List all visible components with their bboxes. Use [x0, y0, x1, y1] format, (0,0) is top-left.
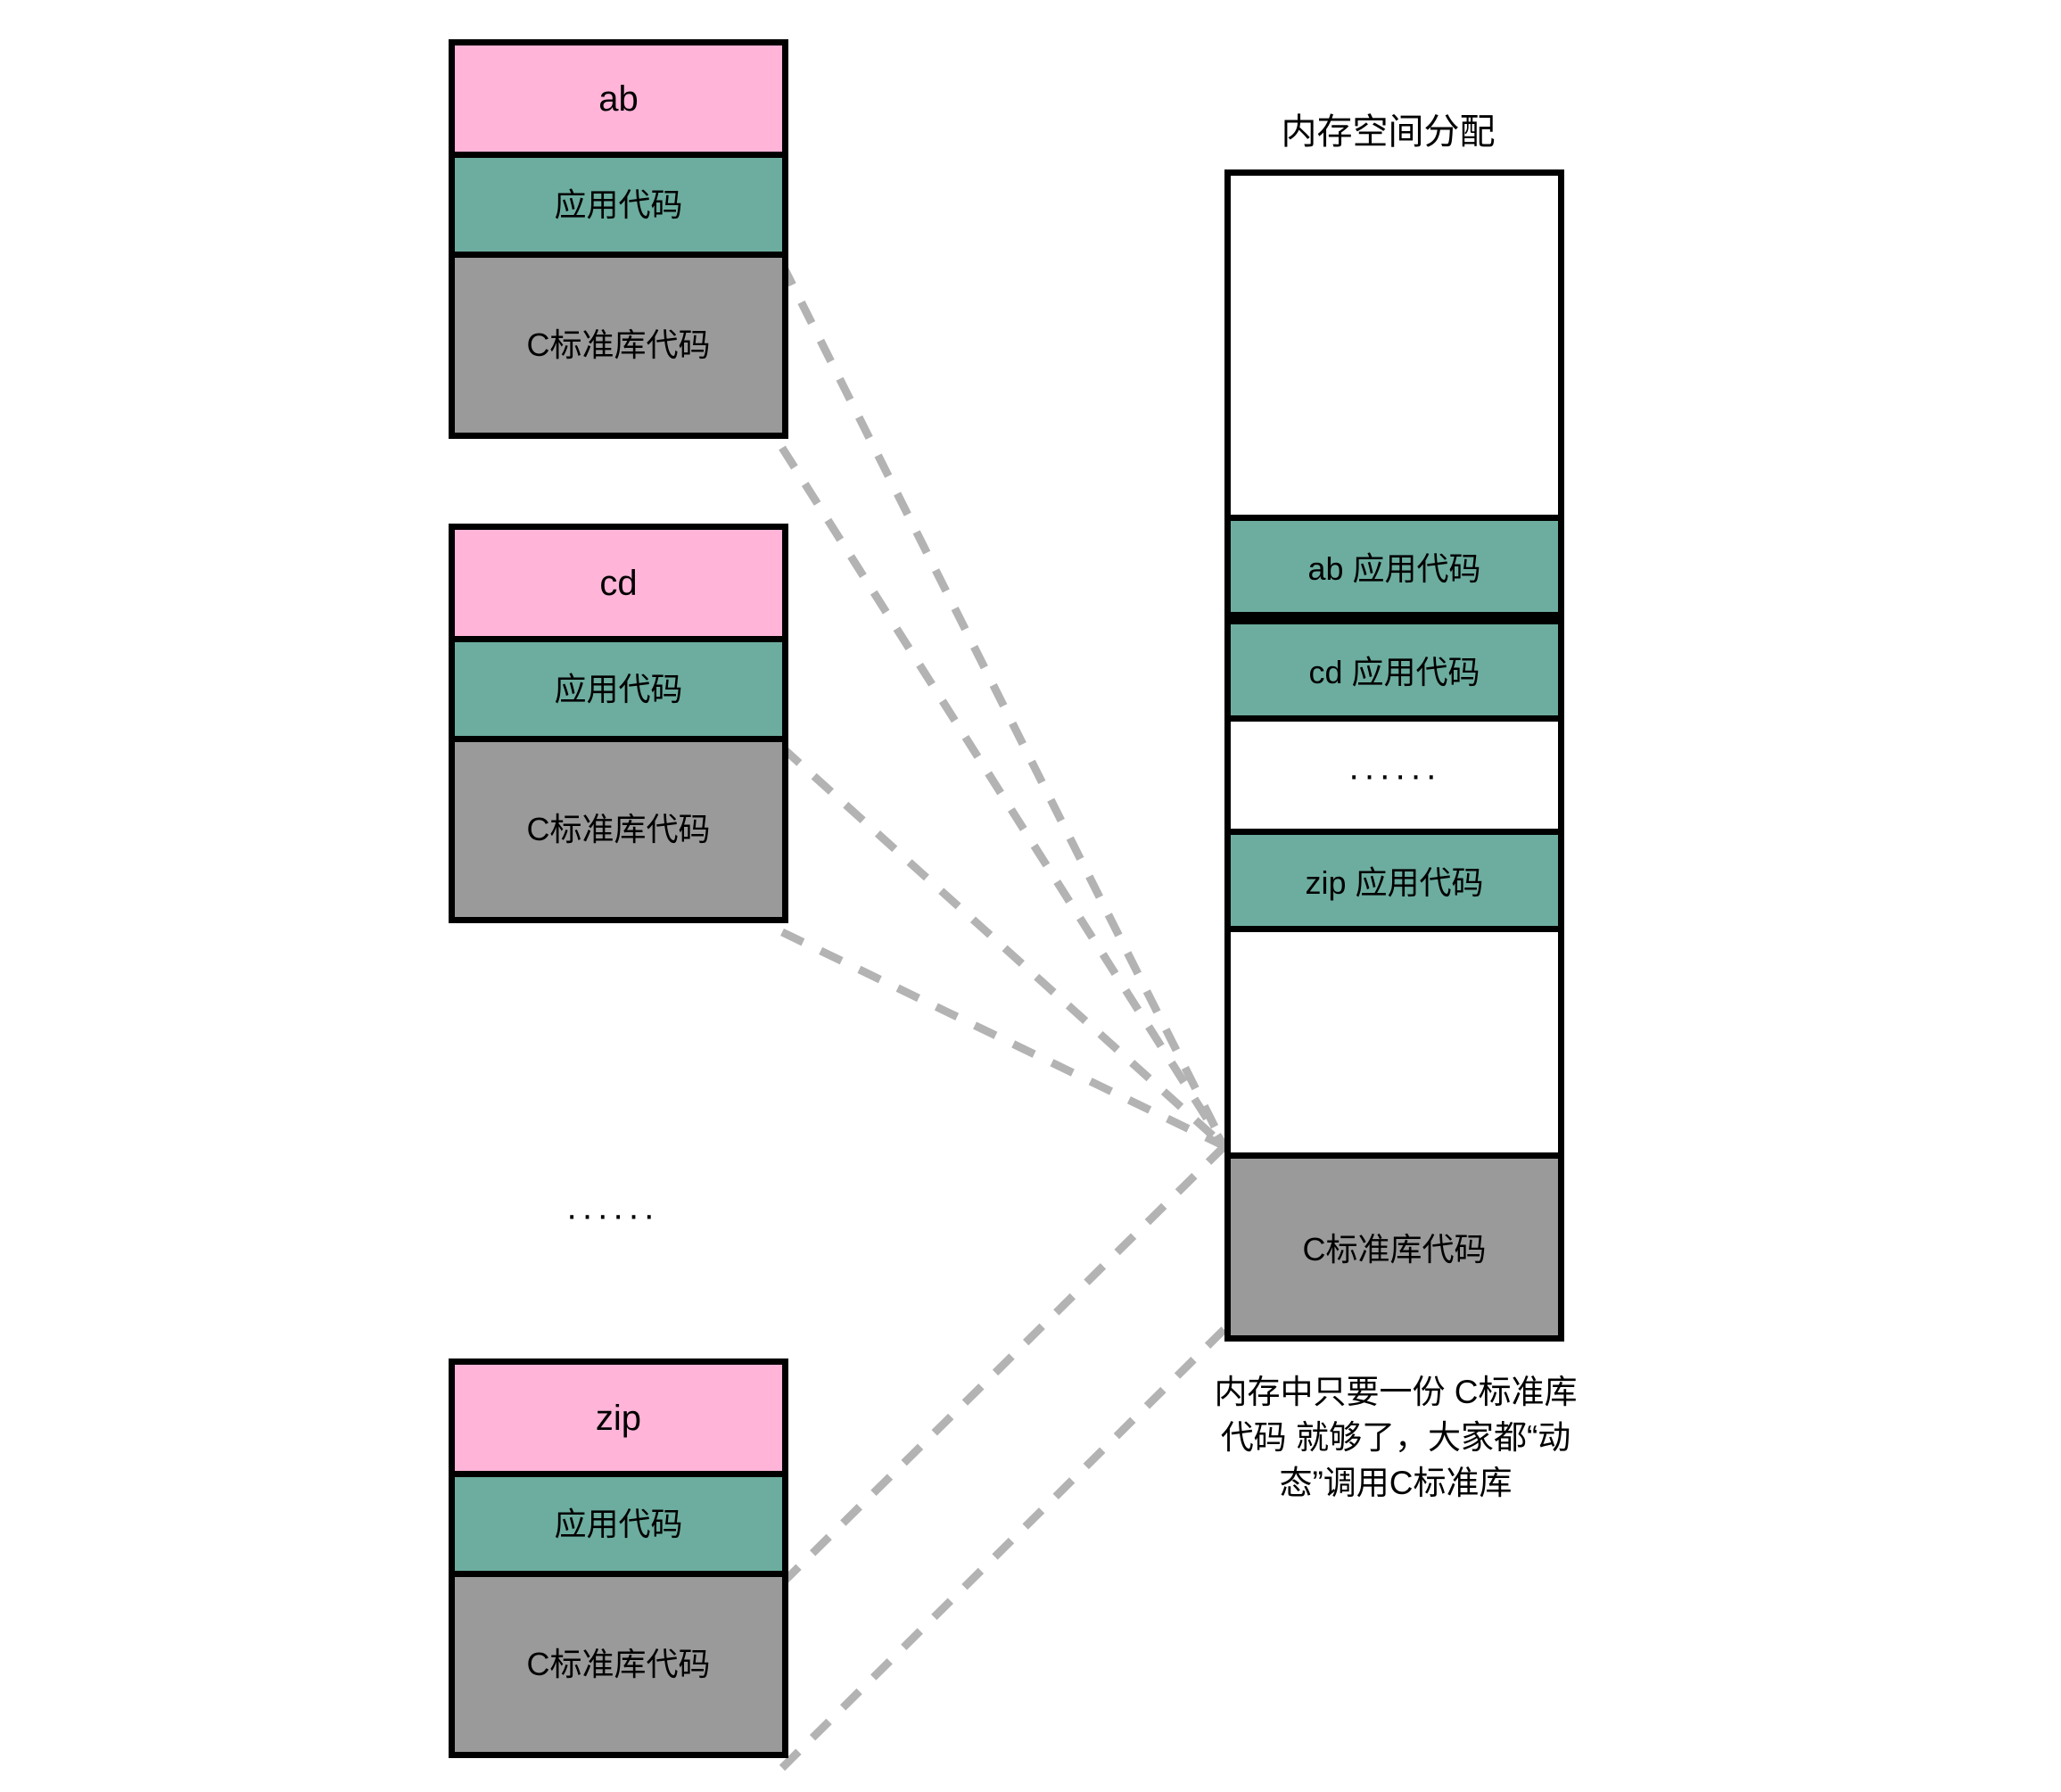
memory-space-allocation-panel: ab 应用代码 cd 应用代码 ······ zip 应用代码 C标准库代码 — [1224, 169, 1564, 1342]
memory-caption-text: 内存中只要一份 C标准库代码 就够了，大家都“动态”调用C标准库 — [1214, 1374, 1578, 1502]
program-app-code-ab: 应用代码 — [455, 158, 782, 258]
memory-row-free-bottom — [1231, 932, 1558, 1152]
connector-cd-top — [779, 744, 1228, 1150]
memory-row-zip-app-code: zip 应用代码 — [1231, 829, 1558, 932]
connector-cd-bottom — [780, 928, 1226, 1151]
programs-ellipsis: ······ — [565, 1195, 659, 1235]
program-c-library-cd: C标准库代码 — [455, 742, 782, 917]
connector-ab-bottom — [779, 445, 1228, 1149]
program-block-cd: cd 应用代码 C标准库代码 — [449, 524, 788, 923]
program-app-code-cd: 应用代码 — [455, 642, 782, 742]
program-block-ab: ab 应用代码 C标准库代码 — [449, 39, 788, 439]
program-name-ab: ab — [455, 45, 782, 158]
program-block-zip: zip 应用代码 C标准库代码 — [449, 1358, 788, 1758]
program-name-zip: zip — [455, 1365, 782, 1477]
memory-row-free-top — [1231, 176, 1558, 515]
program-c-library-ab: C标准库代码 — [455, 258, 782, 433]
program-app-code-zip: 应用代码 — [455, 1477, 782, 1577]
memory-row-ellipsis: ······ — [1231, 722, 1558, 829]
program-c-library-zip: C标准库代码 — [455, 1577, 782, 1752]
memory-row-cd-app-code: cd 应用代码 — [1231, 618, 1558, 722]
connector-zip-top — [779, 1143, 1228, 1587]
connector-ab-top — [778, 261, 1229, 1149]
memory-row-shared-c-library: C标准库代码 — [1231, 1152, 1558, 1335]
connector-zip-bottom — [779, 1325, 1228, 1771]
memory-row-ab-app-code: ab 应用代码 — [1231, 515, 1558, 618]
program-name-cd: cd — [455, 530, 782, 642]
memory-panel-title: 内存空间分配 — [1281, 112, 1496, 152]
